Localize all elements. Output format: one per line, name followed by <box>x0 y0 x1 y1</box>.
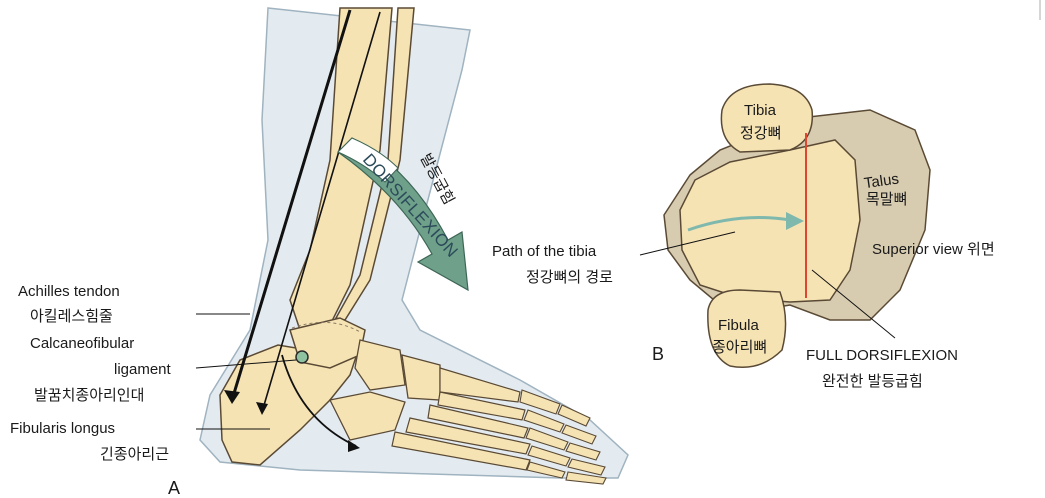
panel-b: Tibia 정강뼈 Talus 목말뼈 Fibula 종아리뼈 Path of … <box>492 84 995 390</box>
path-en-label: Path of the tibia <box>492 243 597 260</box>
calc-en-label-1: Calcaneofibular <box>30 335 134 352</box>
fibularis-ko-label: 긴종아리근 <box>100 446 169 463</box>
ligament-marker <box>296 351 308 363</box>
calc-en-label-2: ligament <box>114 361 172 378</box>
fibularis-en-label: Fibularis longus <box>10 420 115 437</box>
achilles-en-label: Achilles tendon <box>18 283 120 300</box>
talus-ko-label: 목말뼈 <box>866 191 907 208</box>
fibula-ko-label: 종아리뼈 <box>712 339 767 356</box>
full-dorsiflexion-ko-label: 완전한 발등굽힘 <box>822 373 923 390</box>
calc-ko-label: 발꿈치종아리인대 <box>34 387 144 404</box>
path-ko-label: 정강뼈의 경로 <box>526 269 613 286</box>
panel-a-letter: A <box>168 478 180 498</box>
panel-b-letter: B <box>652 344 664 364</box>
superior-view-label: Superior view 위면 <box>872 241 995 258</box>
achilles-ko-label: 아킬레스힘줄 <box>30 308 113 325</box>
tibia-en-label: Tibia <box>744 102 777 119</box>
tibia-ko-label: 정강뼈 <box>740 125 781 142</box>
full-dorsiflexion-en-label: FULL DORSIFLEXION <box>806 347 958 364</box>
fibula-en-label: Fibula <box>718 317 760 334</box>
